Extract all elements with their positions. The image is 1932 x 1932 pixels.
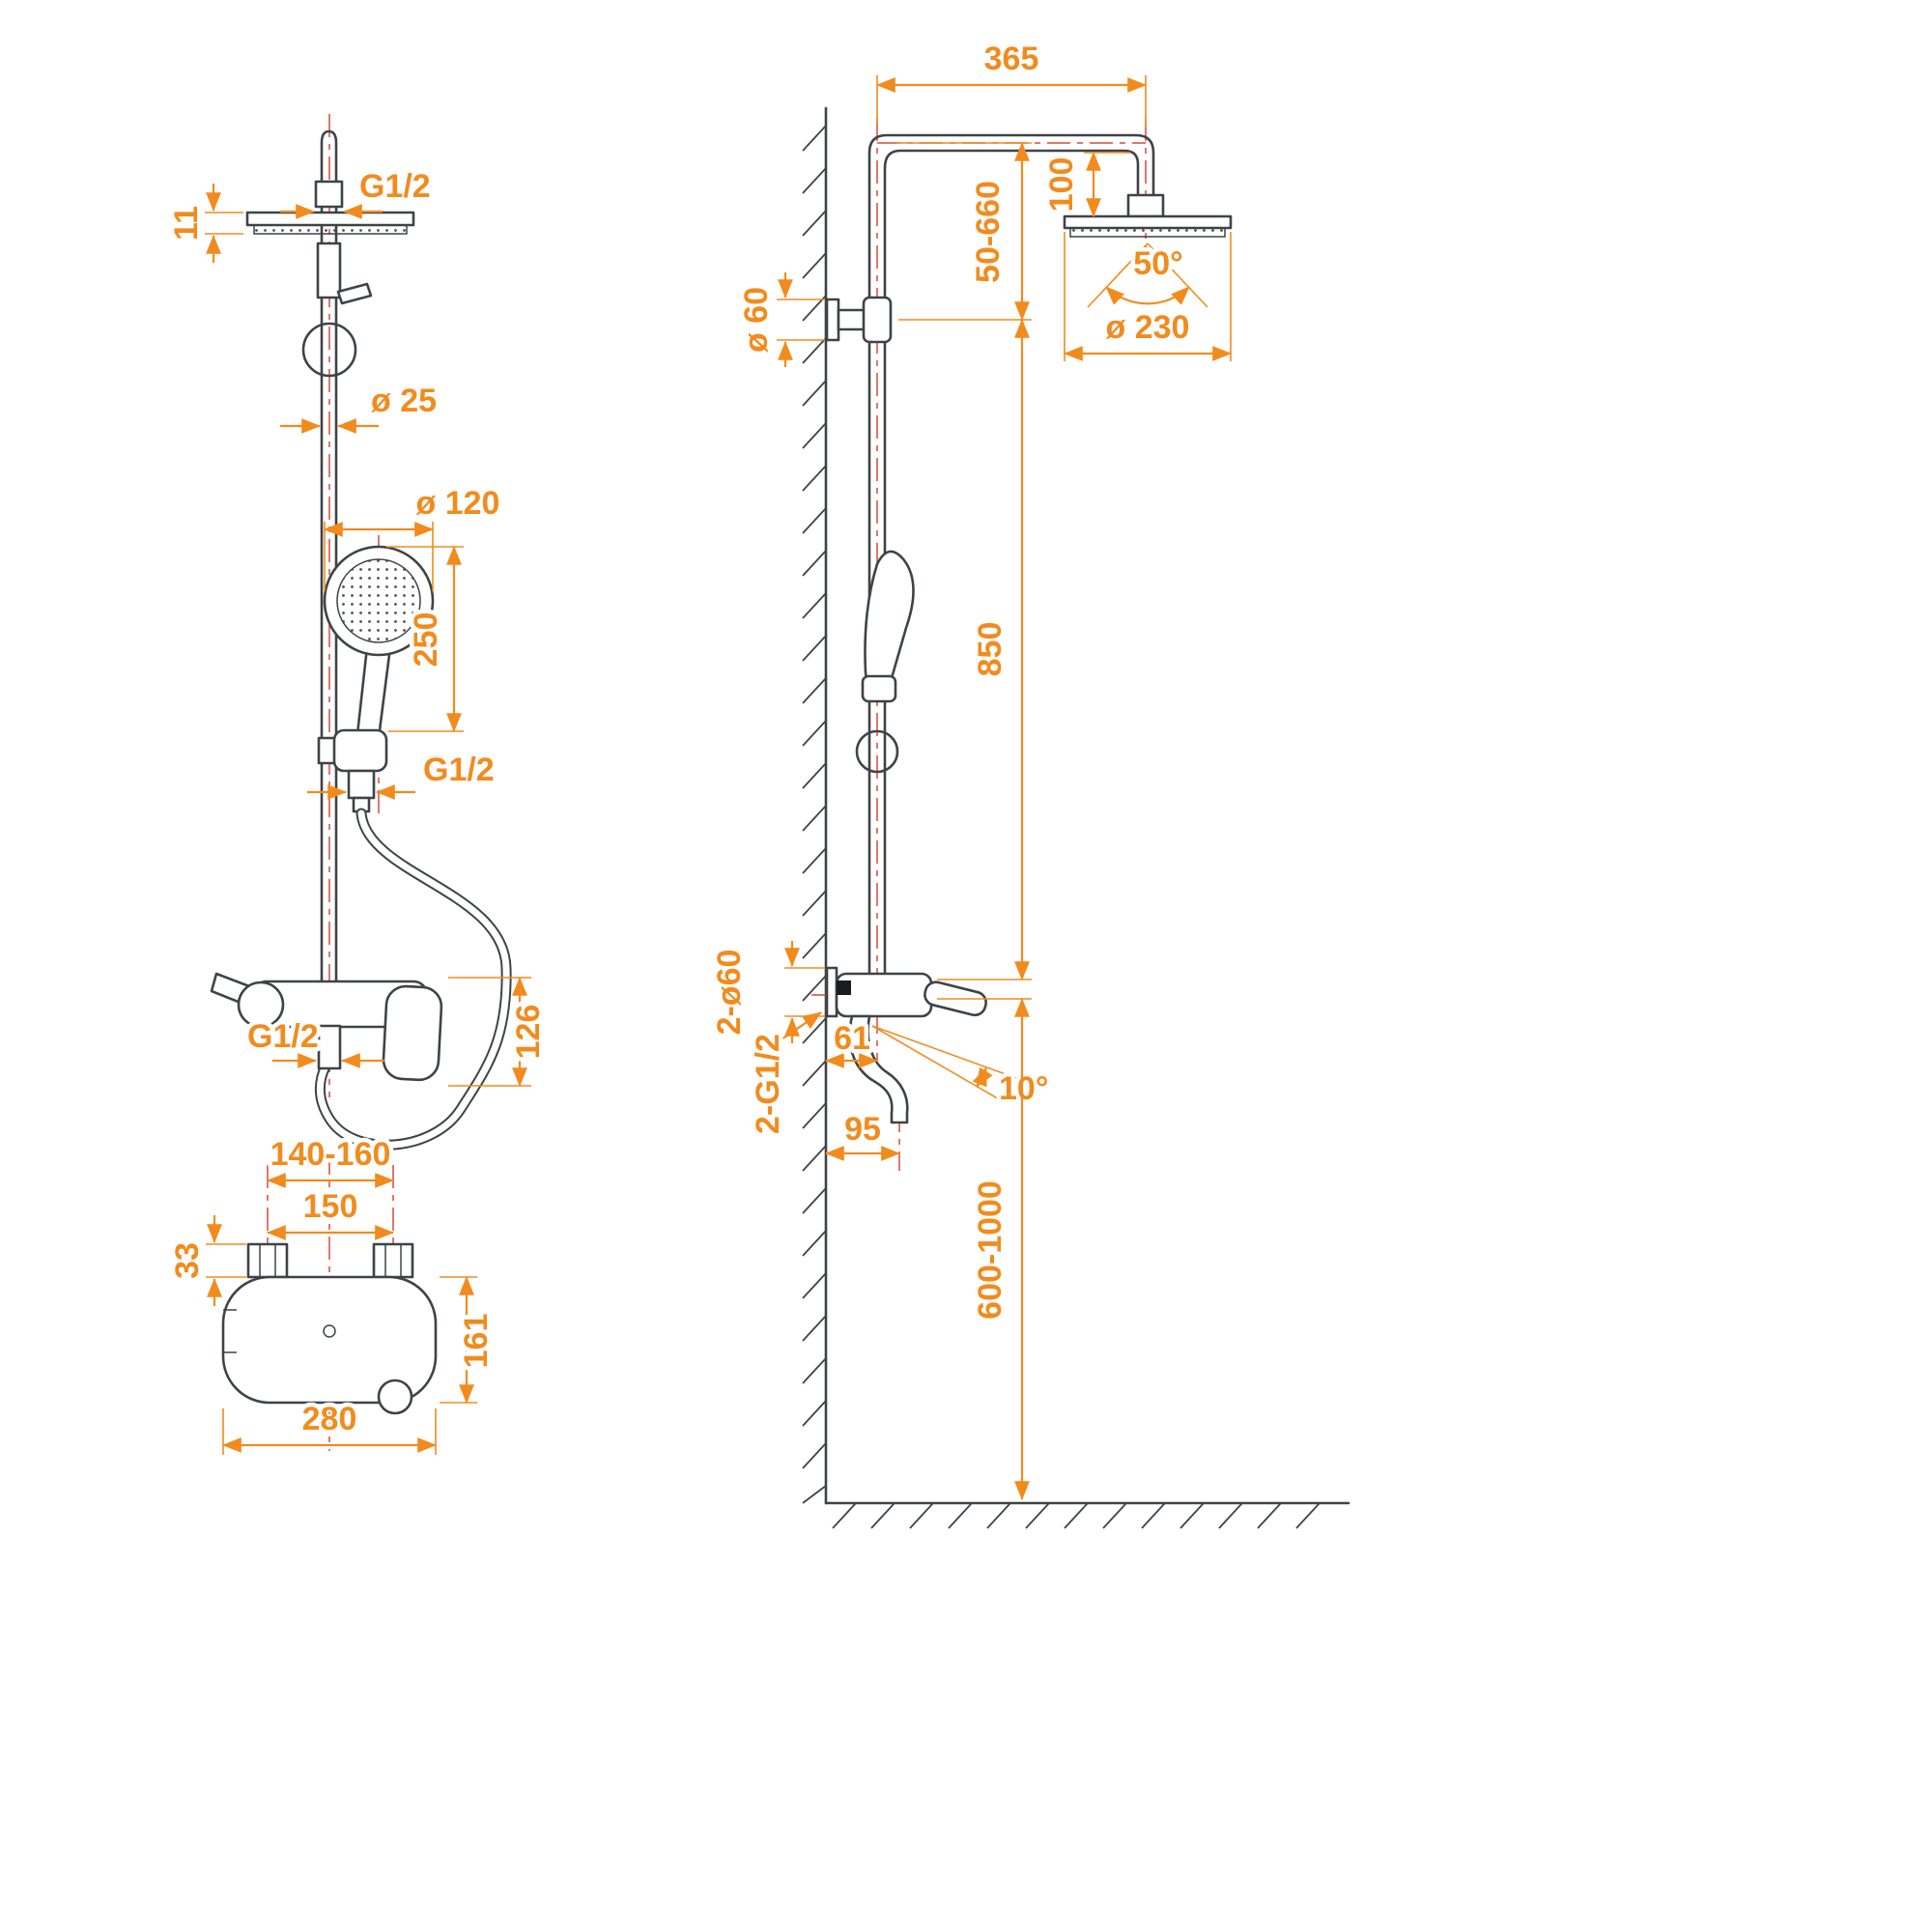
dim-outlet-thread: G1/2 — [243, 1014, 384, 1068]
dim-head-thread: G1/2 — [280, 164, 435, 219]
ring-side — [855, 729, 899, 774]
dim-hand-shower-length: 250 — [386, 546, 464, 732]
dim-pipe-diameter: ø 25 — [280, 379, 441, 434]
pipe-diameter-label: ø 25 — [371, 383, 437, 419]
front-view: G1/2 11 ø 25 ø 120 250 — [164, 114, 552, 1455]
outlet-thread-label: G1/2 — [247, 1018, 319, 1055]
dim-arm-length: 365 — [876, 37, 1147, 128]
inlet-flange — [825, 966, 838, 1018]
dim-top-adjust-range: 50-660 — [896, 142, 1032, 321]
hand-shower-handle — [355, 645, 392, 740]
upper-sleeve — [316, 242, 342, 299]
head-connector-nut — [314, 180, 344, 209]
hand-shower-face — [336, 558, 421, 643]
install-height-range-label: 600-1000 — [972, 1180, 1009, 1320]
column-height-label: 850 — [972, 622, 1009, 677]
hose-thread-label: G1/2 — [423, 752, 495, 788]
spout-outlet-plan — [377, 1378, 413, 1415]
mixer-plan-body — [221, 1275, 438, 1405]
hand-shower-length-label: 250 — [408, 612, 444, 668]
hand-shower-front — [323, 545, 435, 740]
hand-shower-side — [855, 550, 915, 774]
head-offset-label: 100 — [1043, 157, 1080, 213]
holder-side — [861, 674, 897, 703]
dim-install-height-range: 600-1000 — [937, 998, 1032, 1500]
spout-axis-offset-label: 61 — [834, 1020, 870, 1057]
dim-nut-height: 33 — [165, 1215, 246, 1306]
riser-pipe — [301, 129, 373, 985]
mixer-front — [210, 972, 443, 1082]
dim-hose-thread: G1/2 — [307, 748, 498, 800]
hand-shower-diameter-label: ø 120 — [416, 485, 500, 522]
dim-head-diameter: ø 230 — [1064, 232, 1232, 361]
mixer-plan-view — [221, 1242, 438, 1415]
spout-angle-label: 10° — [999, 1070, 1048, 1107]
bracket-diameter-label: ø 60 — [738, 287, 775, 353]
sliding-ring — [301, 322, 357, 378]
head-connector-side — [1126, 193, 1165, 218]
mixer-height-label: 126 — [510, 1005, 547, 1060]
dim-inlet-spacing-range: 140-160 — [266, 1132, 395, 1188]
dim-head-offset: 100 — [1039, 152, 1130, 217]
dim-mixer-height: 126 — [448, 977, 552, 1087]
spray-angle-label: 50° — [1133, 245, 1182, 282]
body-width-label: 280 — [302, 1401, 357, 1437]
top-adjust-range-label: 50-660 — [970, 181, 1007, 283]
column-side — [867, 133, 1165, 983]
head-diameter-label: ø 230 — [1106, 309, 1190, 346]
head-thread-label: G1/2 — [359, 168, 431, 205]
hose-outlet-connector — [317, 1024, 342, 1070]
wall — [802, 106, 828, 1505]
inlet-nut-right — [372, 1242, 414, 1279]
inlet-diameter-label: 2-ø60 — [711, 950, 748, 1036]
shower-hose — [314, 808, 512, 1151]
diverter-lever — [336, 282, 373, 305]
dim-spout-reach: 95 — [825, 1107, 900, 1161]
spout-reach-label: 95 — [844, 1111, 881, 1148]
dim-inlet-spacing: 150 — [267, 1184, 394, 1240]
mixer-handle — [382, 984, 443, 1082]
rain-head-nozzles — [253, 224, 408, 235]
dim-column-height: 850 — [937, 319, 1032, 980]
inlet-seal — [837, 980, 851, 995]
wall-bracket — [825, 296, 893, 344]
dim-spray-angle: 50° — [1087, 242, 1208, 308]
hand-shower-holder — [317, 728, 388, 813]
arm-length-label: 365 — [984, 41, 1039, 77]
inlet-spacing-range-label: 140-160 — [270, 1136, 391, 1173]
hose-connector-nut — [347, 769, 376, 800]
dim-spout-axis-offset: 61 — [825, 1016, 878, 1068]
dim-body-width: 280 — [222, 1397, 437, 1455]
rain-head-side — [1063, 214, 1233, 238]
floor — [824, 1501, 1350, 1529]
inlet-thread-label: 2-G1/2 — [750, 1034, 786, 1134]
dim-inlet-diameter: 2-ø60 — [707, 941, 825, 1043]
body-depth-label: 161 — [458, 1314, 495, 1369]
rain-head-nozzles-side — [1069, 227, 1226, 238]
dim-body-depth: 161 — [440, 1276, 499, 1404]
inlet-spacing-label: 150 — [303, 1188, 358, 1225]
dim-bracket-diameter: ø 60 — [734, 272, 825, 367]
dim-head-thickness: 11 — [164, 184, 243, 263]
dim-inlet-thread: 2-G1/2 — [746, 1011, 822, 1138]
side-view: 365 100 50-660 ø 60 50° — [707, 37, 1350, 1529]
rain-head-front — [245, 211, 415, 235]
dim-hand-shower-diameter: ø 120 — [324, 481, 504, 591]
nut-height-label: 33 — [169, 1242, 206, 1279]
inlet-nut-left — [246, 1242, 289, 1279]
head-thickness-label: 11 — [168, 206, 205, 241]
